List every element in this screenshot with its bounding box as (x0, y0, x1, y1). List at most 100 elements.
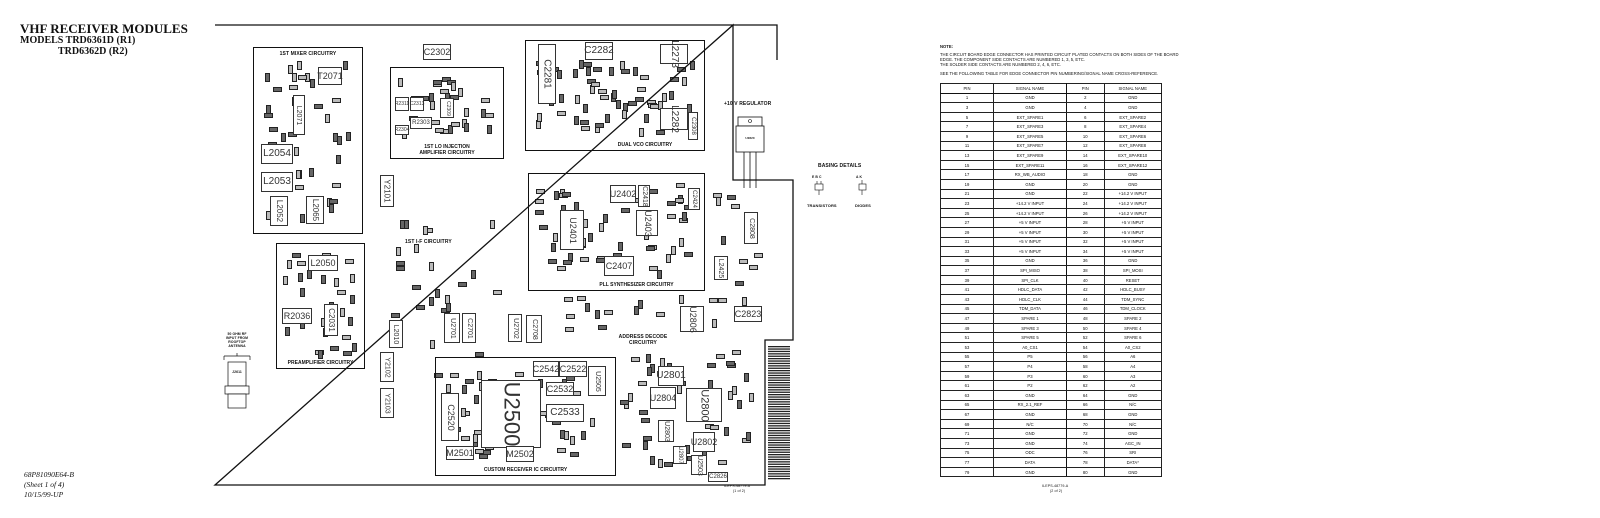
smd-pad (333, 277, 339, 287)
component-designator: U2401 (567, 216, 578, 244)
smd-pad (580, 126, 590, 132)
pin-number: 69 (939, 418, 995, 430)
smd-pad (556, 448, 566, 454)
component-l2282: L2282 (660, 105, 688, 133)
pin-number: 31 (939, 236, 995, 248)
component-u2702: U2702 (508, 314, 522, 342)
signal-name: GND (1103, 409, 1163, 420)
pin-number: 58 (1065, 361, 1105, 372)
smd-pad (679, 238, 685, 247)
signal-name: N/C (993, 418, 1067, 430)
component-y2101: Y2101 (380, 175, 394, 207)
smd-pad (486, 124, 492, 134)
smd-pad (749, 393, 755, 403)
revision-date: 10/15/99-UP (24, 490, 64, 499)
edge-finger (768, 432, 790, 434)
pin-number: 60 (1065, 370, 1105, 382)
smd-pad (273, 87, 283, 93)
transistors-label: TRANSISTORS (807, 203, 837, 208)
smd-pad (435, 127, 445, 133)
section-label: 1ST MIXER CIRCUITRY (279, 51, 337, 57)
component-m2501: M2501 (446, 446, 474, 460)
smd-pad (481, 97, 491, 103)
edge-finger (768, 430, 790, 432)
section-label: PLL SYNTHESIZER CIRCUITRY (599, 282, 674, 288)
component-u2503: U2503 (691, 455, 707, 475)
signal-name: GND (993, 437, 1067, 449)
smd-pad (297, 260, 306, 266)
signal-name: SPARE 3 (993, 322, 1067, 334)
pin-number: 70 (1065, 418, 1105, 430)
signal-name: EXT_SPARE2 (1103, 111, 1163, 123)
smd-pad (621, 207, 630, 213)
component-designator: C2281 (542, 59, 553, 89)
smd-pad (288, 85, 298, 91)
smd-pad (663, 461, 673, 467)
pin-number: 35 (939, 255, 995, 267)
component-r2304: R2304 (395, 125, 409, 135)
transistor-pins: E B C (812, 175, 822, 179)
edge-finger (768, 439, 790, 441)
signal-name: EXT_SPARE7 (993, 140, 1067, 152)
diode-pins: A K (856, 175, 863, 179)
smd-pad (457, 88, 463, 97)
component-c2281: C2281 (538, 44, 556, 104)
smd-pad (449, 372, 459, 378)
smd-pad (557, 70, 563, 80)
component-designator: R2303 (412, 120, 430, 126)
smd-pad (283, 276, 289, 286)
edge-finger (768, 391, 790, 393)
pin-number: 53 (939, 342, 995, 353)
component-l2071: L2071 (293, 95, 305, 135)
pin-number: 61 (939, 380, 995, 391)
pin-number: 7 (939, 121, 995, 132)
smd-pad (655, 129, 665, 135)
pin-number: 3 (939, 102, 995, 113)
smd-pad (670, 246, 676, 255)
signal-name: +5 V INPUT (1103, 246, 1163, 257)
smd-pad (416, 304, 426, 310)
component-r2311: R2311 (395, 97, 409, 111)
edge-finger (768, 403, 790, 405)
smd-pad (600, 94, 610, 100)
smd-pad (741, 296, 747, 306)
pin-number: 45 (939, 303, 995, 315)
edge-finger (768, 463, 790, 465)
component-c2826: C2826 (708, 472, 728, 482)
component-c2302: C2302 (423, 44, 451, 60)
component-u2801: U2801 (656, 366, 686, 386)
signal-name: +14.2 V INPUT (993, 207, 1067, 219)
component-designator: C2708 (530, 318, 538, 340)
smd-pad (583, 62, 593, 68)
smd-pad (435, 289, 440, 298)
pin-number: 39 (939, 274, 995, 286)
component-y2103: Y2103 (380, 388, 394, 418)
pin-number: 10 (1065, 130, 1105, 142)
smd-pad (667, 200, 676, 206)
smd-pad (299, 213, 305, 223)
smd-pad (638, 128, 644, 138)
signal-name: TDM_CLOCK (1103, 303, 1163, 315)
smd-pad (723, 427, 729, 437)
component-u2804: U2804 (650, 387, 676, 409)
smd-pad (446, 383, 452, 393)
smd-pad (478, 453, 488, 459)
smd-pad (608, 66, 614, 76)
smd-pad (732, 350, 741, 356)
smd-pad (446, 302, 452, 312)
smd-pad (299, 287, 305, 297)
smd-pad (291, 252, 301, 258)
component-designator: C2826 (709, 474, 727, 480)
smd-pad (297, 61, 303, 71)
edge-finger (768, 346, 790, 348)
component-designator: U2807 (677, 446, 683, 464)
edge-finger (768, 410, 790, 413)
signal-name: EXT_SPARE10 (1103, 150, 1163, 161)
